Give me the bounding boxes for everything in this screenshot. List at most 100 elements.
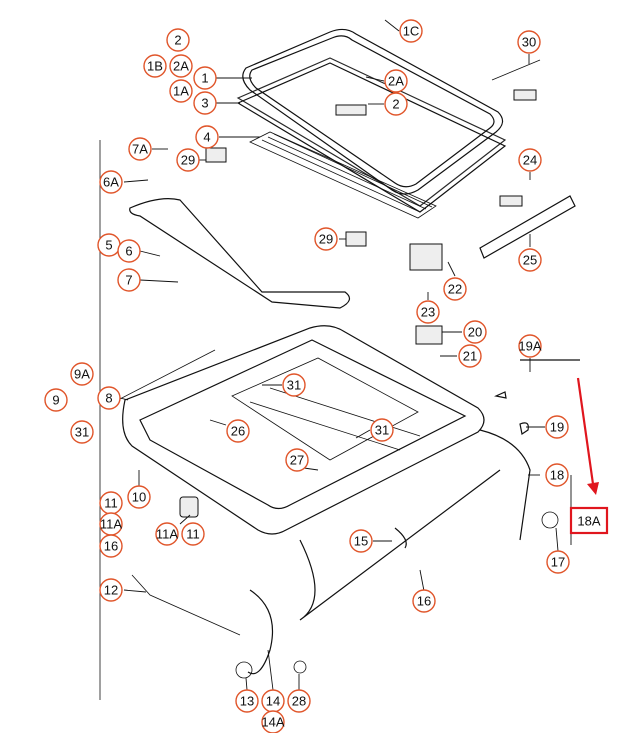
svg-text:7A: 7A — [132, 142, 148, 157]
svg-text:30: 30 — [522, 35, 536, 50]
callout-23: 23 — [416, 300, 440, 324]
callout-16-left: 16 — [99, 534, 123, 558]
callout-19A: 19A — [518, 334, 542, 358]
svg-text:23: 23 — [421, 305, 435, 320]
svg-text:16: 16 — [104, 539, 118, 554]
svg-text:1C: 1C — [403, 24, 420, 39]
svg-text:24: 24 — [523, 153, 537, 168]
callout-24: 24 — [518, 148, 542, 172]
callout-31-left: 31 — [70, 420, 94, 444]
callout-10: 10 — [127, 485, 151, 509]
callout-21: 21 — [458, 344, 482, 368]
callout-2-glass: 2 — [384, 92, 408, 116]
svg-text:29: 29 — [319, 232, 333, 247]
svg-text:13: 13 — [240, 694, 254, 709]
callout-3: 3 — [193, 91, 217, 115]
svg-text:2: 2 — [174, 33, 181, 48]
callout-8: 8 — [97, 386, 121, 410]
callout-11-left: 11 — [99, 491, 123, 515]
svg-text:31: 31 — [375, 423, 389, 438]
svg-text:19: 19 — [550, 420, 564, 435]
svg-text:1A: 1A — [173, 84, 189, 99]
svg-text:28: 28 — [292, 694, 306, 709]
svg-text:1B: 1B — [147, 59, 163, 74]
svg-text:26: 26 — [231, 424, 245, 439]
svg-text:10: 10 — [132, 490, 146, 505]
callout-26: 26 — [226, 419, 250, 443]
svg-text:1: 1 — [201, 71, 208, 86]
svg-text:31: 31 — [75, 425, 89, 440]
callout-1C: 1C — [399, 19, 423, 43]
svg-text:11: 11 — [104, 496, 118, 511]
svg-text:18A: 18A — [577, 514, 600, 529]
svg-text:16: 16 — [417, 594, 431, 609]
svg-text:27: 27 — [290, 453, 304, 468]
callout-27: 27 — [285, 448, 309, 472]
callout-1: 1 — [193, 66, 217, 90]
svg-text:9A: 9A — [74, 367, 90, 382]
callout-15: 15 — [349, 529, 373, 553]
callout-31-top: 31 — [282, 373, 306, 397]
callout-18: 18 — [545, 463, 569, 487]
callout-14A: 14A — [261, 710, 285, 733]
leader-lines — [119, 19, 572, 691]
callout-28: 28 — [287, 689, 311, 713]
callout-25: 25 — [518, 248, 542, 272]
callout-31-right: 31 — [370, 418, 394, 442]
callout-1B: 1B — [143, 54, 167, 78]
callout-12: 12 — [99, 578, 123, 602]
callout-7A: 7A — [128, 137, 152, 161]
callout-6: 6 — [117, 239, 141, 263]
callout-29-top: 29 — [176, 148, 200, 172]
callout-20: 20 — [463, 320, 487, 344]
svg-text:8: 8 — [105, 391, 112, 406]
callout-29-mid: 29 — [314, 227, 338, 251]
svg-text:31: 31 — [287, 378, 301, 393]
callout-2-top: 2 — [166, 28, 190, 52]
callout-4: 4 — [195, 125, 219, 149]
svg-text:14: 14 — [266, 694, 280, 709]
svg-text:12: 12 — [104, 583, 118, 598]
svg-text:7: 7 — [125, 273, 132, 288]
callout-16: 16 — [412, 589, 436, 613]
svg-text:4: 4 — [203, 130, 210, 145]
callout-2A-left: 2A — [169, 54, 193, 78]
callout-7: 7 — [117, 268, 141, 292]
callout-1A: 1A — [169, 79, 193, 103]
svg-text:19A: 19A — [518, 339, 541, 354]
svg-text:29: 29 — [181, 153, 195, 168]
svg-text:3: 3 — [201, 96, 208, 111]
callout-9: 9 — [44, 388, 68, 412]
callout-11: 11 — [181, 522, 205, 546]
callout-22: 22 — [443, 277, 467, 301]
callout-11A: 11A — [155, 522, 179, 546]
svg-text:2A: 2A — [173, 59, 189, 74]
svg-text:2A: 2A — [388, 74, 404, 89]
callout-14: 14 — [261, 689, 285, 713]
svg-text:22: 22 — [448, 282, 462, 297]
svg-text:11: 11 — [186, 527, 200, 542]
callout-19: 19 — [545, 415, 569, 439]
svg-text:14A: 14A — [261, 715, 284, 730]
svg-text:17: 17 — [551, 555, 565, 570]
svg-text:2: 2 — [392, 97, 399, 112]
svg-text:5: 5 — [105, 238, 112, 253]
callout-11A-left: 11A — [99, 512, 123, 536]
svg-text:25: 25 — [523, 253, 537, 268]
callout-13: 13 — [235, 689, 259, 713]
callout-9A: 9A — [70, 362, 94, 386]
svg-text:11A: 11A — [156, 527, 178, 542]
svg-text:20: 20 — [468, 325, 482, 340]
svg-text:15: 15 — [354, 534, 368, 549]
svg-text:18: 18 — [550, 468, 564, 483]
highlight-arrow — [576, 377, 599, 495]
callout-2A-glass: 2A — [384, 69, 408, 93]
svg-text:11A: 11A — [100, 517, 122, 532]
svg-text:9: 9 — [52, 393, 59, 408]
svg-text:6A: 6A — [103, 175, 119, 190]
callout-6A: 6A — [99, 170, 123, 194]
callout-5: 5 — [97, 233, 121, 257]
svg-text:6: 6 — [125, 244, 132, 259]
callout-30: 30 — [517, 30, 541, 54]
